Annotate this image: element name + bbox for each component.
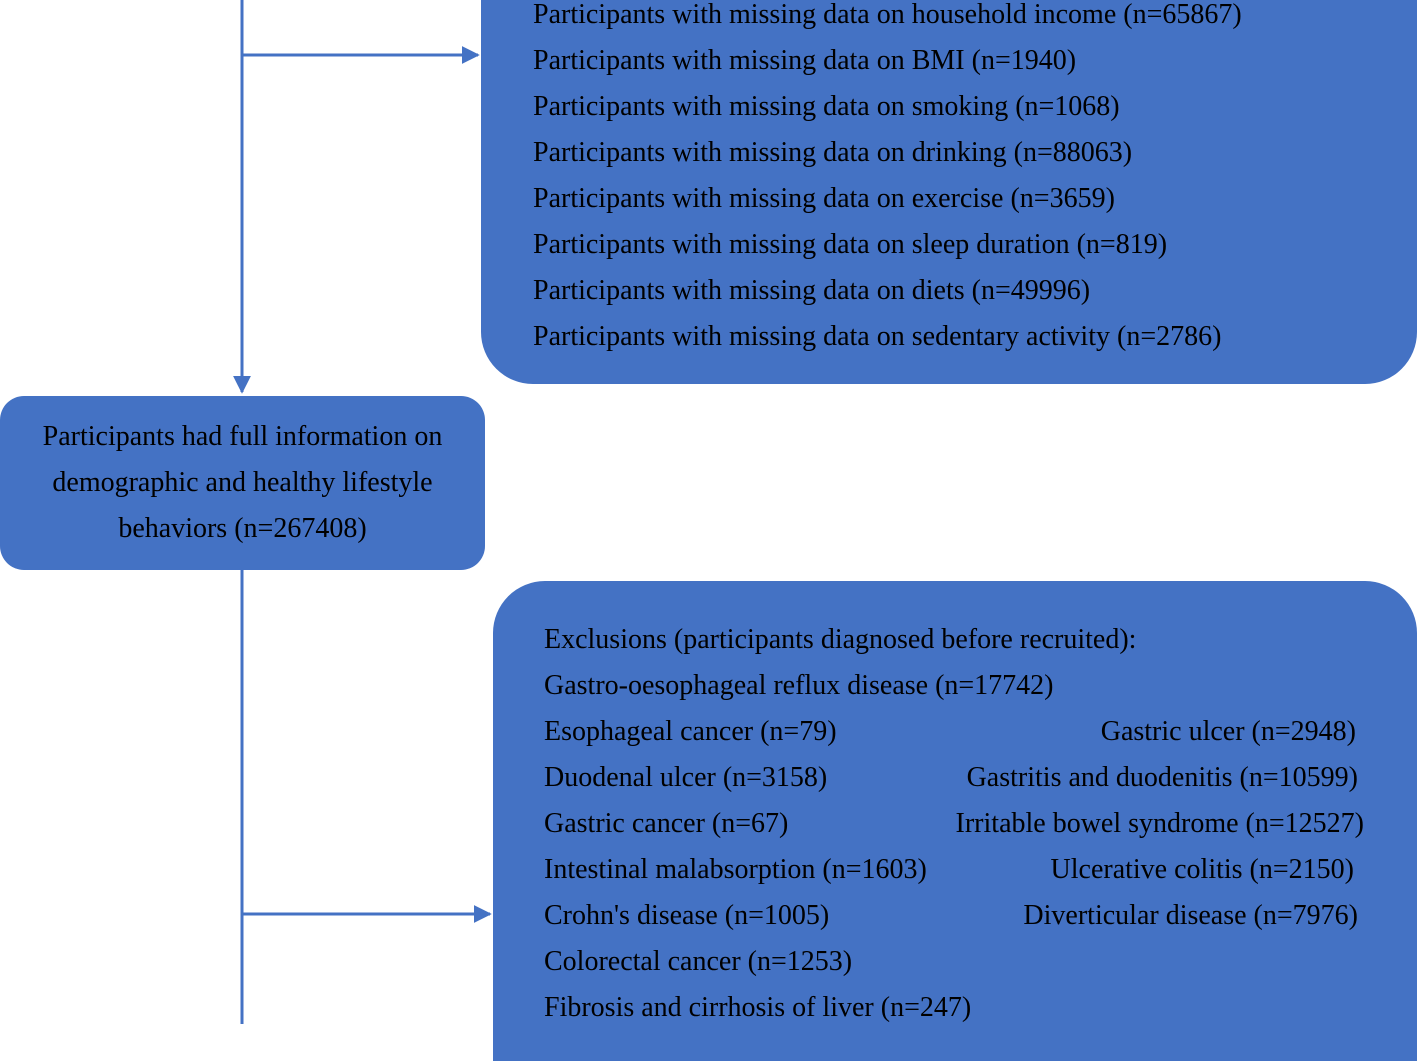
missing-data-box: Participants with missing data on househ… [481, 0, 1417, 384]
exclusion-item: Irritable bowel syndrome (n=12527) [955, 808, 1364, 839]
full-information-box: Participants had full information on dem… [0, 396, 485, 570]
missing-item: Participants with missing data on exerci… [533, 183, 1115, 214]
exclusions-content: Exclusions (participants diagnosed befor… [544, 617, 1364, 1031]
exclusion-item: Duodenal ulcer (n=3158) [544, 762, 828, 793]
exclusion-item: Esophageal cancer (n=79) [544, 716, 837, 747]
exclusion-row: Crohn's disease (n=1005) Diverticular di… [544, 893, 1364, 939]
exclusion-item: Crohn's disease (n=1005) [544, 900, 830, 931]
missing-item: Participants with missing data on drinki… [533, 137, 1133, 168]
exclusion-row: Esophageal cancer (n=79) Gastric ulcer (… [544, 709, 1364, 755]
exclusion-colorectal: Colorectal cancer (n=1253) [544, 946, 853, 977]
exclusion-item: Diverticular disease (n=7976) [1023, 900, 1358, 931]
missing-item: Participants with missing data on diets … [533, 275, 1091, 306]
missing-item: Participants with missing data on BMI (n… [533, 45, 1077, 76]
exclusion-item: Gastric ulcer (n=2948) [1100, 716, 1356, 747]
exclusions-box: Exclusions (participants diagnosed befor… [493, 581, 1417, 1061]
missing-item: Participants with missing data on sleep … [533, 229, 1168, 260]
exclusion-row: Gastric cancer (n=67) Irritable bowel sy… [544, 801, 1364, 847]
missing-item: Participants with missing data on smokin… [533, 91, 1120, 122]
full-information-text: Participants had full information on dem… [42, 421, 443, 544]
exclusion-fibrosis: Fibrosis and cirrhosis of liver (n=247) [544, 992, 972, 1023]
exclusions-heading: Exclusions (participants diagnosed befor… [544, 624, 1137, 655]
exclusion-row: Duodenal ulcer (n=3158) Gastritis and du… [544, 755, 1364, 801]
exclusion-item: Intestinal malabsorption (n=1603) [544, 854, 927, 885]
exclusion-item: Gastric cancer (n=67) [544, 808, 789, 839]
missing-item: Participants with missing data on househ… [533, 0, 1242, 30]
missing-item: Participants with missing data on sedent… [533, 321, 1222, 352]
exclusion-gerd: Gastro-oesophageal reflux disease (n=177… [544, 670, 1054, 701]
exclusion-item: Gastritis and duodenitis (n=10599) [966, 762, 1358, 793]
exclusion-item: Ulcerative colitis (n=2150) [1050, 854, 1354, 885]
missing-data-list: Participants with missing data on househ… [533, 0, 1242, 360]
exclusion-row: Intestinal malabsorption (n=1603) Ulcera… [544, 847, 1364, 893]
